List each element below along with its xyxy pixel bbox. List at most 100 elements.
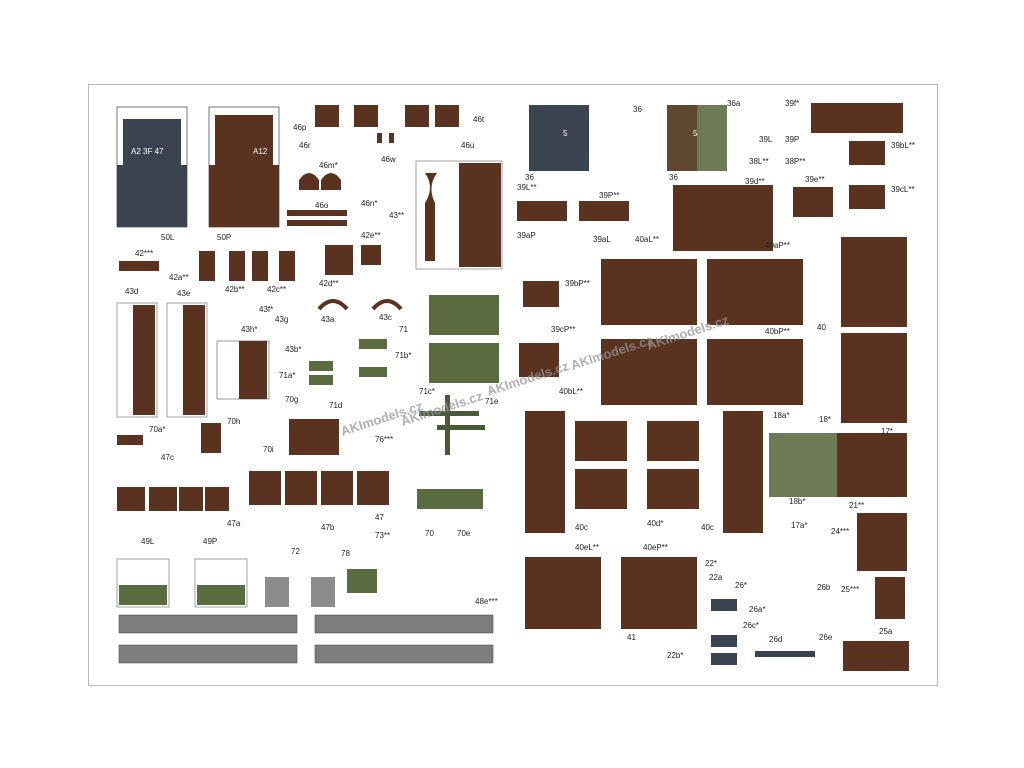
- cab-text-right: A12: [253, 147, 268, 156]
- parts-39: [517, 103, 903, 377]
- label-49L: 49L: [141, 537, 155, 546]
- label-70i: 70i: [263, 445, 274, 454]
- cab-text-left: A2 3F 47: [131, 147, 164, 156]
- parts-26: [711, 599, 815, 665]
- label-39P-ss: 39P**: [599, 191, 620, 200]
- label-47c: 47c: [161, 453, 174, 462]
- label-43e: 43e: [177, 289, 191, 298]
- label-40aP: 40aP**: [765, 241, 790, 250]
- label-42b: 42b**: [225, 285, 245, 294]
- label-38L: 38L**: [749, 157, 769, 166]
- label-42d: 42d**: [319, 279, 339, 288]
- label-48e: 48e***: [475, 597, 498, 606]
- label-26d: 26d: [769, 635, 783, 644]
- label-43f: 43f*: [259, 305, 274, 314]
- label-5-right: 5: [693, 129, 698, 138]
- label-25: 25***: [841, 585, 860, 594]
- label-70h: 70h: [227, 417, 241, 426]
- label-39L-ss: 39L**: [517, 183, 537, 192]
- label-71: 71: [399, 325, 408, 334]
- label-40eL: 40eL**: [575, 543, 600, 552]
- label-73: 73**: [375, 531, 391, 540]
- label-18a: 18a*: [773, 411, 790, 420]
- arcs-43: [317, 299, 403, 311]
- label-22: 22*: [705, 559, 718, 568]
- label-5-left: 5: [563, 129, 568, 138]
- label-43a: 43a: [321, 315, 335, 324]
- parts-36-5: [529, 105, 727, 171]
- label-22b: 22b*: [667, 651, 684, 660]
- label-71a: 71a*: [279, 371, 296, 380]
- cab-face-left: [116, 106, 188, 228]
- label-39cP: 39cP**: [551, 325, 576, 334]
- label-25a: 25a: [879, 627, 893, 636]
- label-39f: 39f*: [785, 99, 800, 108]
- label-78: 78: [341, 549, 350, 558]
- label-26a: 26a*: [749, 605, 766, 614]
- label-46n: 46n*: [361, 199, 378, 208]
- model-sheet: 50L 50P A2 3F 47 A12 46p 46r 46m* 46w 46…: [88, 84, 938, 686]
- label-18b: 18b*: [789, 497, 806, 506]
- label-71c: 71c*: [419, 387, 436, 396]
- label-38P: 38P**: [785, 157, 806, 166]
- parts-17-18: [769, 433, 907, 497]
- label-43: 43**: [389, 211, 405, 220]
- label-22a: 22a: [709, 573, 723, 582]
- label-21: 21**: [849, 501, 865, 510]
- label-24: 24***: [831, 527, 850, 536]
- label-47: 47: [375, 513, 384, 522]
- label-70: 70: [425, 529, 434, 538]
- label-46r: 46r: [299, 141, 311, 150]
- parts-47: [117, 471, 389, 511]
- label-71b: 71b*: [395, 351, 412, 360]
- label-36-left: 36: [525, 173, 534, 182]
- label-46w: 46w: [381, 155, 396, 164]
- parts-43de: [116, 302, 208, 418]
- label-39d: 39d**: [745, 177, 765, 186]
- label-42c: 42c**: [267, 285, 287, 294]
- parts-40: [525, 237, 907, 629]
- label-39bL: 39bL**: [891, 141, 916, 150]
- label-40c-2: 40c: [701, 523, 714, 532]
- crosses-71e: [419, 395, 485, 455]
- label-47a: 47a: [227, 519, 241, 528]
- label-42e: 42e**: [361, 231, 381, 240]
- parts-71: [309, 295, 499, 509]
- label-26c: 26c*: [743, 621, 760, 630]
- label-43g: 43g: [275, 315, 289, 324]
- label-39aL: 39aL: [593, 235, 611, 244]
- label-50P: 50P: [217, 233, 232, 242]
- label-43d: 43d: [125, 287, 139, 296]
- label-72: 72: [291, 547, 300, 556]
- label-70e: 70e: [457, 529, 471, 538]
- label-50L: 50L: [161, 233, 175, 242]
- label-76: 76***: [375, 435, 394, 444]
- label-46u: 46u: [461, 141, 475, 150]
- label-71d: 71d: [329, 401, 343, 410]
- label-70g: 70g: [285, 395, 299, 404]
- box-39L: 39L: [759, 135, 773, 144]
- parts-70: [117, 419, 339, 455]
- label-39cL: 39cL**: [891, 185, 915, 194]
- cab-face-right: [208, 106, 280, 228]
- label-26e: 26e: [819, 633, 833, 642]
- label-40aL: 40aL**: [635, 235, 660, 244]
- label-26: 26*: [735, 581, 748, 590]
- label-43b: 43b*: [285, 345, 302, 354]
- tread-strips-48e: [118, 614, 494, 664]
- label-36-right: 36: [669, 173, 678, 182]
- parts-49: [116, 558, 377, 608]
- label-40: 40: [817, 323, 826, 332]
- parts-drawing: [116, 103, 909, 671]
- label-47b: 47b: [321, 523, 335, 532]
- label-46p: 46p: [293, 123, 307, 132]
- label-17a: 17a*: [791, 521, 808, 530]
- label-71e: 71e: [485, 397, 499, 406]
- label-26b: 26b: [817, 583, 831, 592]
- label-70a: 70a*: [149, 425, 166, 434]
- label-17: 17*: [881, 427, 894, 436]
- label-46o: 46o: [315, 201, 329, 210]
- label-49P: 49P: [203, 537, 218, 546]
- parts-42: [119, 245, 381, 281]
- label-40eP: 40eP**: [643, 543, 668, 552]
